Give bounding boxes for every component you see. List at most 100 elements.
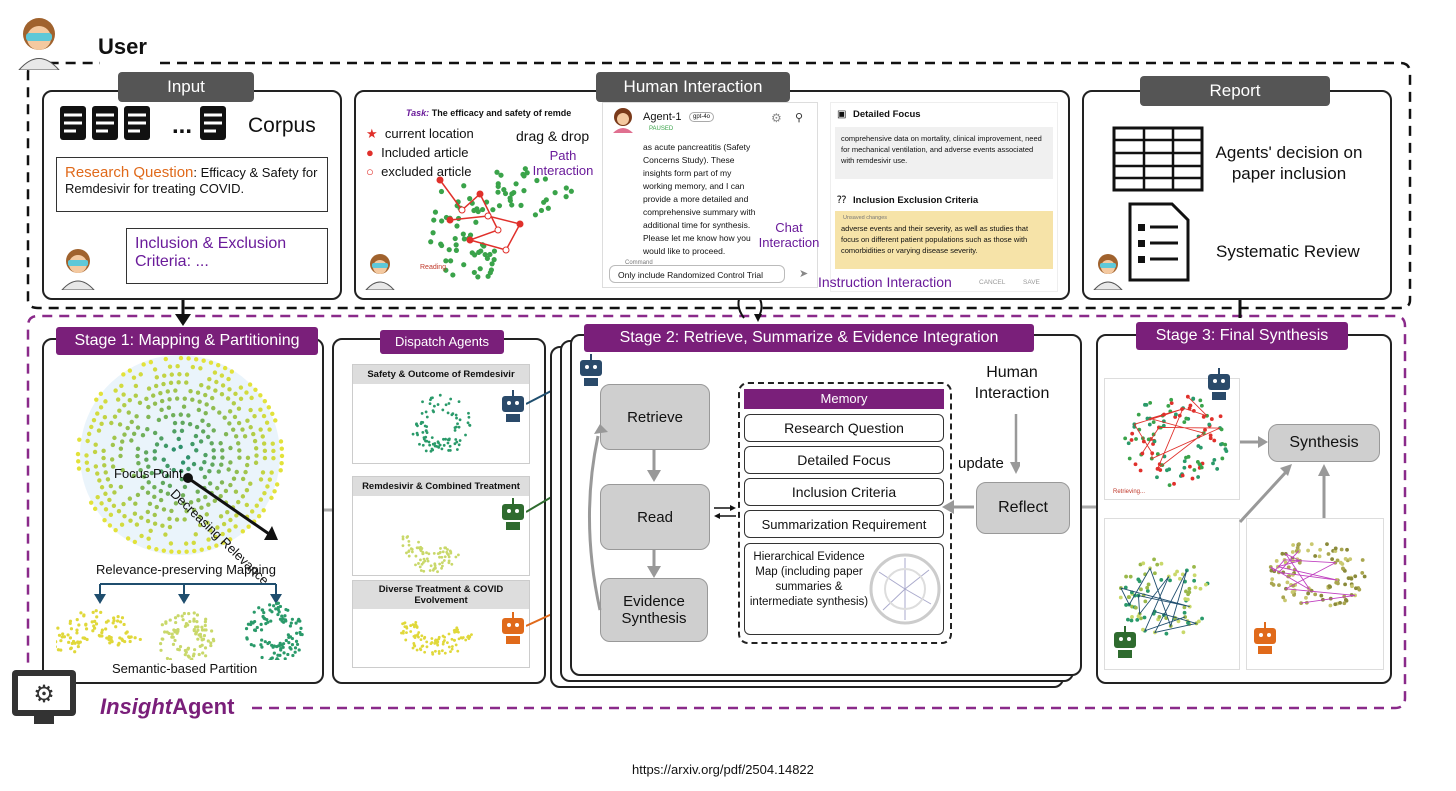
cluster-dot bbox=[449, 650, 452, 654]
synthesis-dot bbox=[1127, 456, 1132, 461]
map-dot bbox=[148, 359, 154, 365]
criteria-editor[interactable]: Unsaved changes adverse events and their… bbox=[835, 211, 1053, 269]
synthesis-dot bbox=[1139, 587, 1143, 592]
map-dot bbox=[93, 464, 99, 469]
map-dot bbox=[132, 539, 138, 545]
cluster-card-3[interactable]: Diverse Treatment & COVID Evolvement bbox=[352, 580, 530, 668]
map-dot bbox=[194, 424, 200, 430]
cluster-dots-2 bbox=[401, 535, 460, 574]
partition-dot bbox=[186, 654, 190, 658]
map-dot bbox=[249, 395, 254, 401]
synthesis-dot bbox=[1158, 468, 1163, 472]
cluster-dot bbox=[442, 443, 446, 447]
map-dot bbox=[211, 428, 216, 433]
cluster-dot bbox=[421, 400, 424, 404]
partition-dot bbox=[181, 618, 185, 622]
map-dot bbox=[207, 481, 213, 486]
cluster-dot bbox=[454, 413, 458, 417]
partition-dot bbox=[268, 603, 272, 607]
cluster-dot bbox=[457, 630, 460, 634]
map-dot bbox=[102, 463, 107, 468]
map-dot bbox=[128, 518, 133, 523]
cluster-card-1[interactable]: Safety & Outcome of Remdesivir bbox=[352, 364, 530, 464]
cluster-dot bbox=[418, 647, 422, 651]
map-dot bbox=[101, 455, 106, 461]
path-dot bbox=[487, 251, 493, 258]
cluster-dot bbox=[451, 412, 455, 416]
map-dot bbox=[152, 401, 158, 406]
cluster-dot bbox=[407, 554, 411, 558]
cancel-button[interactable]: CANCEL bbox=[979, 279, 1006, 286]
map-dot bbox=[117, 422, 123, 427]
map-dot bbox=[240, 529, 246, 534]
partition-dot bbox=[274, 658, 279, 660]
partition-dot bbox=[268, 659, 271, 660]
path-dot bbox=[485, 273, 491, 279]
path-node bbox=[476, 190, 484, 198]
cluster-dot bbox=[420, 411, 424, 415]
map-dot bbox=[215, 525, 220, 530]
synthesis-dot bbox=[1176, 619, 1181, 624]
partition-dot bbox=[212, 639, 216, 643]
synthesis-path bbox=[1120, 567, 1197, 634]
map-dot bbox=[169, 549, 174, 554]
partition-dot bbox=[294, 621, 298, 625]
map-dot bbox=[165, 491, 171, 496]
partition-dot bbox=[76, 640, 80, 644]
map-dot bbox=[88, 500, 94, 505]
map-dot bbox=[204, 402, 209, 407]
map-dot bbox=[160, 480, 166, 486]
cluster-dot bbox=[467, 415, 471, 419]
map-dot bbox=[191, 507, 197, 513]
path-scatter-plot[interactable] bbox=[410, 120, 600, 280]
partition-dot bbox=[79, 611, 83, 615]
synthesis-dot bbox=[1354, 586, 1358, 591]
save-button[interactable]: SAVE bbox=[1023, 279, 1040, 286]
cluster-dot bbox=[418, 565, 422, 569]
map-dot bbox=[169, 508, 174, 514]
map-dot bbox=[179, 468, 184, 474]
send-icon[interactable]: ➤ bbox=[799, 268, 809, 280]
synthesis-dot bbox=[1152, 571, 1157, 576]
cluster-dot bbox=[419, 558, 422, 562]
cluster-dots-3 bbox=[400, 621, 473, 656]
gear-icon[interactable]: ⚙ bbox=[771, 111, 782, 125]
map-dot bbox=[107, 523, 113, 528]
partition-dot bbox=[194, 632, 198, 636]
cluster-dot bbox=[413, 644, 417, 648]
map-dot bbox=[148, 528, 153, 533]
partition-dot bbox=[191, 654, 196, 658]
partition-dot bbox=[56, 626, 60, 630]
cluster-dot bbox=[435, 444, 438, 448]
synthesis-dot bbox=[1207, 422, 1212, 427]
synthesis-dot bbox=[1123, 585, 1128, 590]
partition-dot bbox=[100, 628, 104, 632]
map-dot bbox=[252, 414, 257, 419]
detailed-focus-text[interactable]: comprehensive data on mortality, clinica… bbox=[835, 127, 1053, 179]
cluster-card-2[interactable]: Remdesivir & Combined Treatment bbox=[352, 476, 530, 576]
insightagent-brand: InsightAgent bbox=[100, 694, 235, 719]
cluster-dot bbox=[432, 404, 436, 408]
relevance-arrow bbox=[183, 473, 278, 540]
synthesis-dot bbox=[1313, 592, 1318, 597]
command-input[interactable]: Only include Randomized Control Trial bbox=[609, 265, 785, 283]
synthesis-dot bbox=[1360, 558, 1365, 562]
map-dot bbox=[98, 391, 104, 397]
map-dot bbox=[216, 469, 221, 474]
path-dot bbox=[552, 190, 558, 196]
partition-dot bbox=[77, 623, 81, 627]
synthesis-dot bbox=[1271, 583, 1276, 587]
synthesis-dot bbox=[1130, 431, 1135, 436]
path-dot bbox=[439, 218, 445, 224]
synthesis-dot bbox=[1341, 566, 1345, 571]
map-dot bbox=[161, 457, 166, 462]
synthesis-dot bbox=[1180, 473, 1185, 478]
map-dot bbox=[214, 543, 219, 548]
partition-dot bbox=[260, 655, 264, 660]
search-icon[interactable]: ⚲ bbox=[795, 112, 804, 124]
cluster-dot bbox=[437, 649, 441, 653]
synthesis-dot bbox=[1136, 412, 1141, 417]
cluster-dot bbox=[447, 632, 451, 636]
path-dot bbox=[524, 170, 530, 176]
map-dot bbox=[197, 399, 202, 404]
